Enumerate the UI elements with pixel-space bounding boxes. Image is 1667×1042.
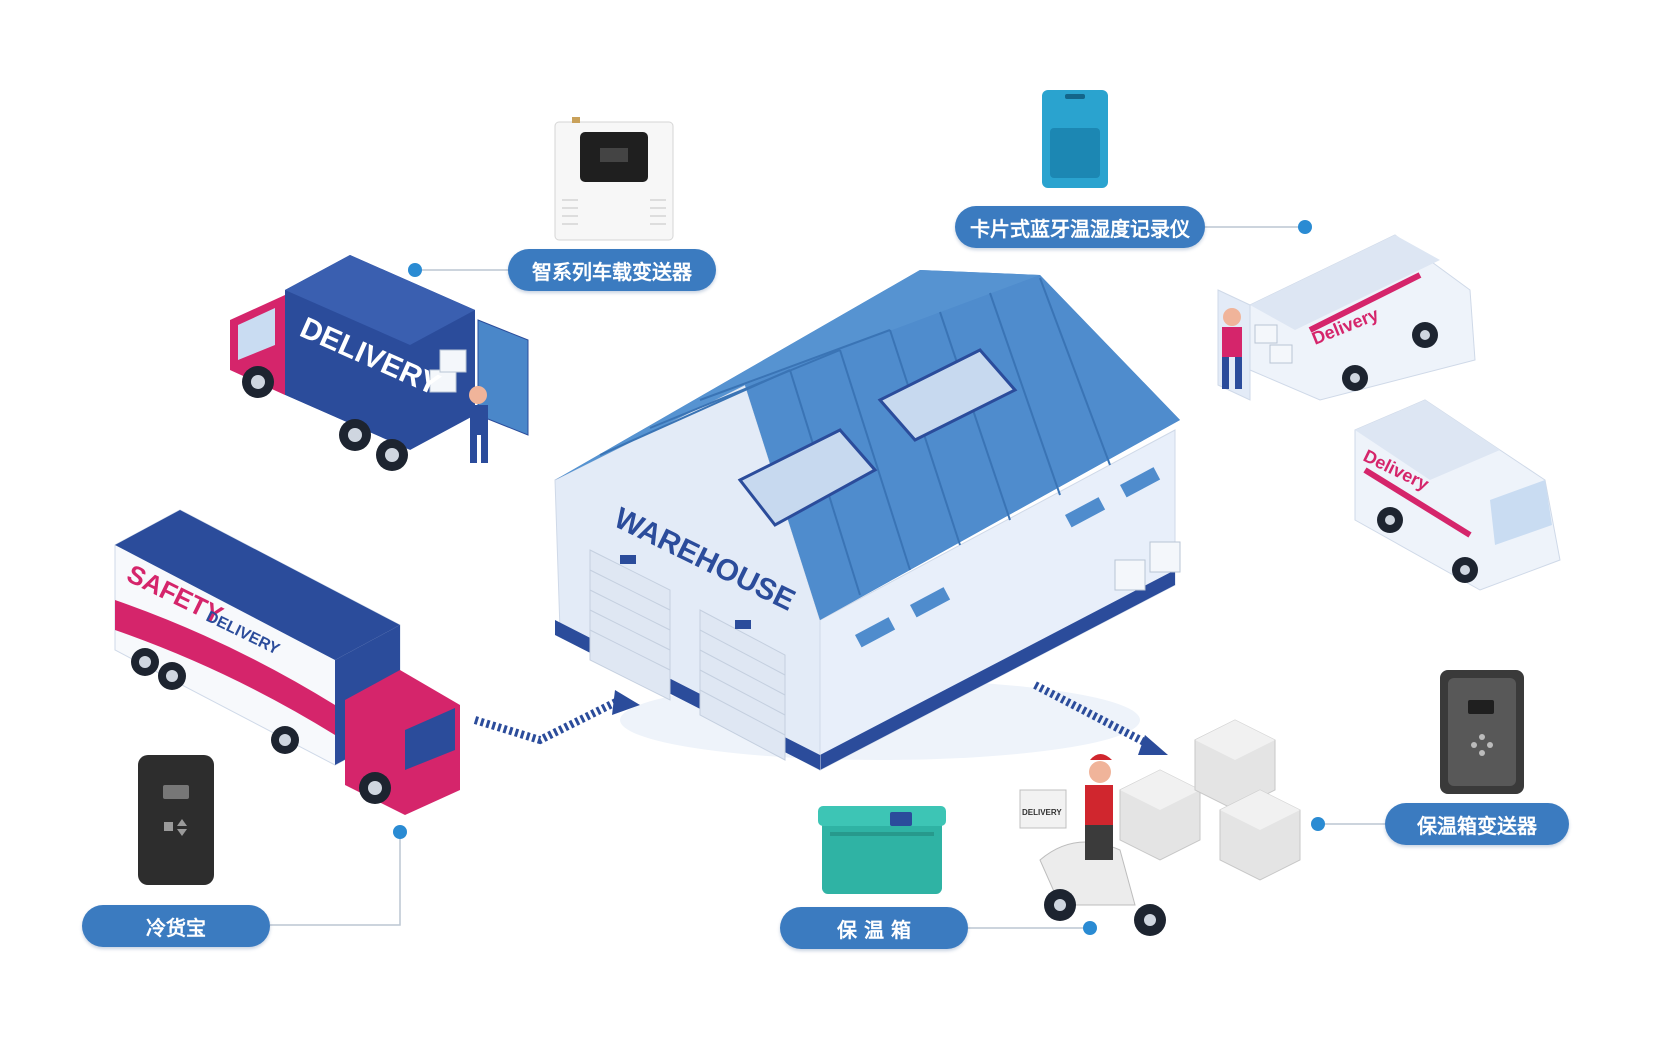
styrofoam-boxes — [1119, 719, 1301, 881]
inbound-arrow — [473, 696, 622, 745]
label-insulated-box: 保 温 箱 — [780, 907, 968, 949]
label-box-transmitter: 保温箱变送器 — [1385, 803, 1569, 845]
warehouse-building — [554, 270, 1181, 771]
connector-dot — [1083, 921, 1097, 935]
connector-lines — [270, 226, 1385, 929]
box-transmitter-device — [1440, 670, 1524, 794]
cold-cargo-device — [138, 755, 214, 885]
delivery-van — [1354, 399, 1561, 591]
label-cold-cargo: 冷货宝 — [82, 905, 270, 947]
outbound-arrow — [1033, 681, 1152, 749]
connector-dot — [408, 263, 422, 277]
connector-dot — [1311, 817, 1325, 831]
vehicle-transmitter-device — [554, 117, 674, 241]
label-card-logger: 卡片式蓝牙温湿度记录仪 — [955, 206, 1205, 248]
safety-delivery-truck — [114, 509, 460, 815]
delivery-van-loading — [1217, 234, 1476, 401]
connector-dot — [393, 825, 407, 839]
label-vehicle-transmitter: 智系列车载变送器 — [508, 249, 716, 291]
delivery-scooter — [1019, 754, 1166, 936]
insulated-box-device — [818, 806, 946, 894]
scooter-box-text: DELIVERY — [1022, 808, 1062, 817]
outbound-arrow-head — [1138, 735, 1168, 755]
card-logger-device — [1042, 90, 1108, 188]
delivery-truck-unloading — [230, 255, 529, 471]
inbound-arrow-head — [612, 690, 640, 715]
connector-dot — [1298, 220, 1312, 234]
